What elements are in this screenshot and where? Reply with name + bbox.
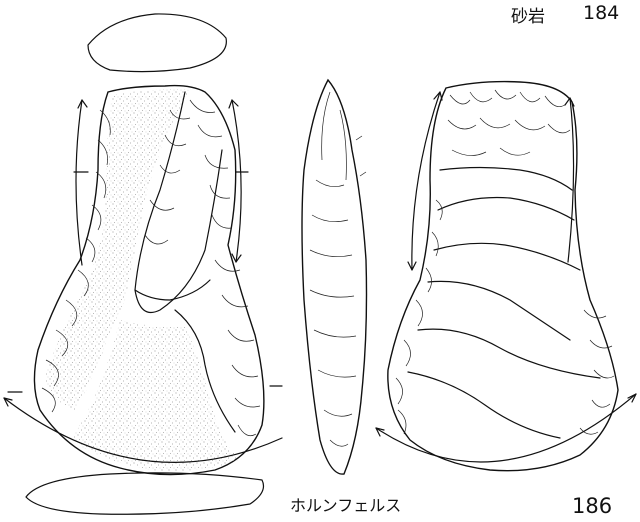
top-section-view	[87, 13, 227, 73]
bottom-material-label: ホルンフェルス	[290, 496, 402, 515]
side-profile-view	[301, 78, 368, 475]
right-face-view	[375, 80, 637, 472]
left-face-view	[3, 84, 283, 476]
bottom-figure-number: 186	[572, 494, 613, 518]
top-figure-number: 184	[583, 2, 620, 24]
bottom-section-view	[25, 472, 265, 515]
top-material-label: 砂岩	[511, 7, 545, 27]
